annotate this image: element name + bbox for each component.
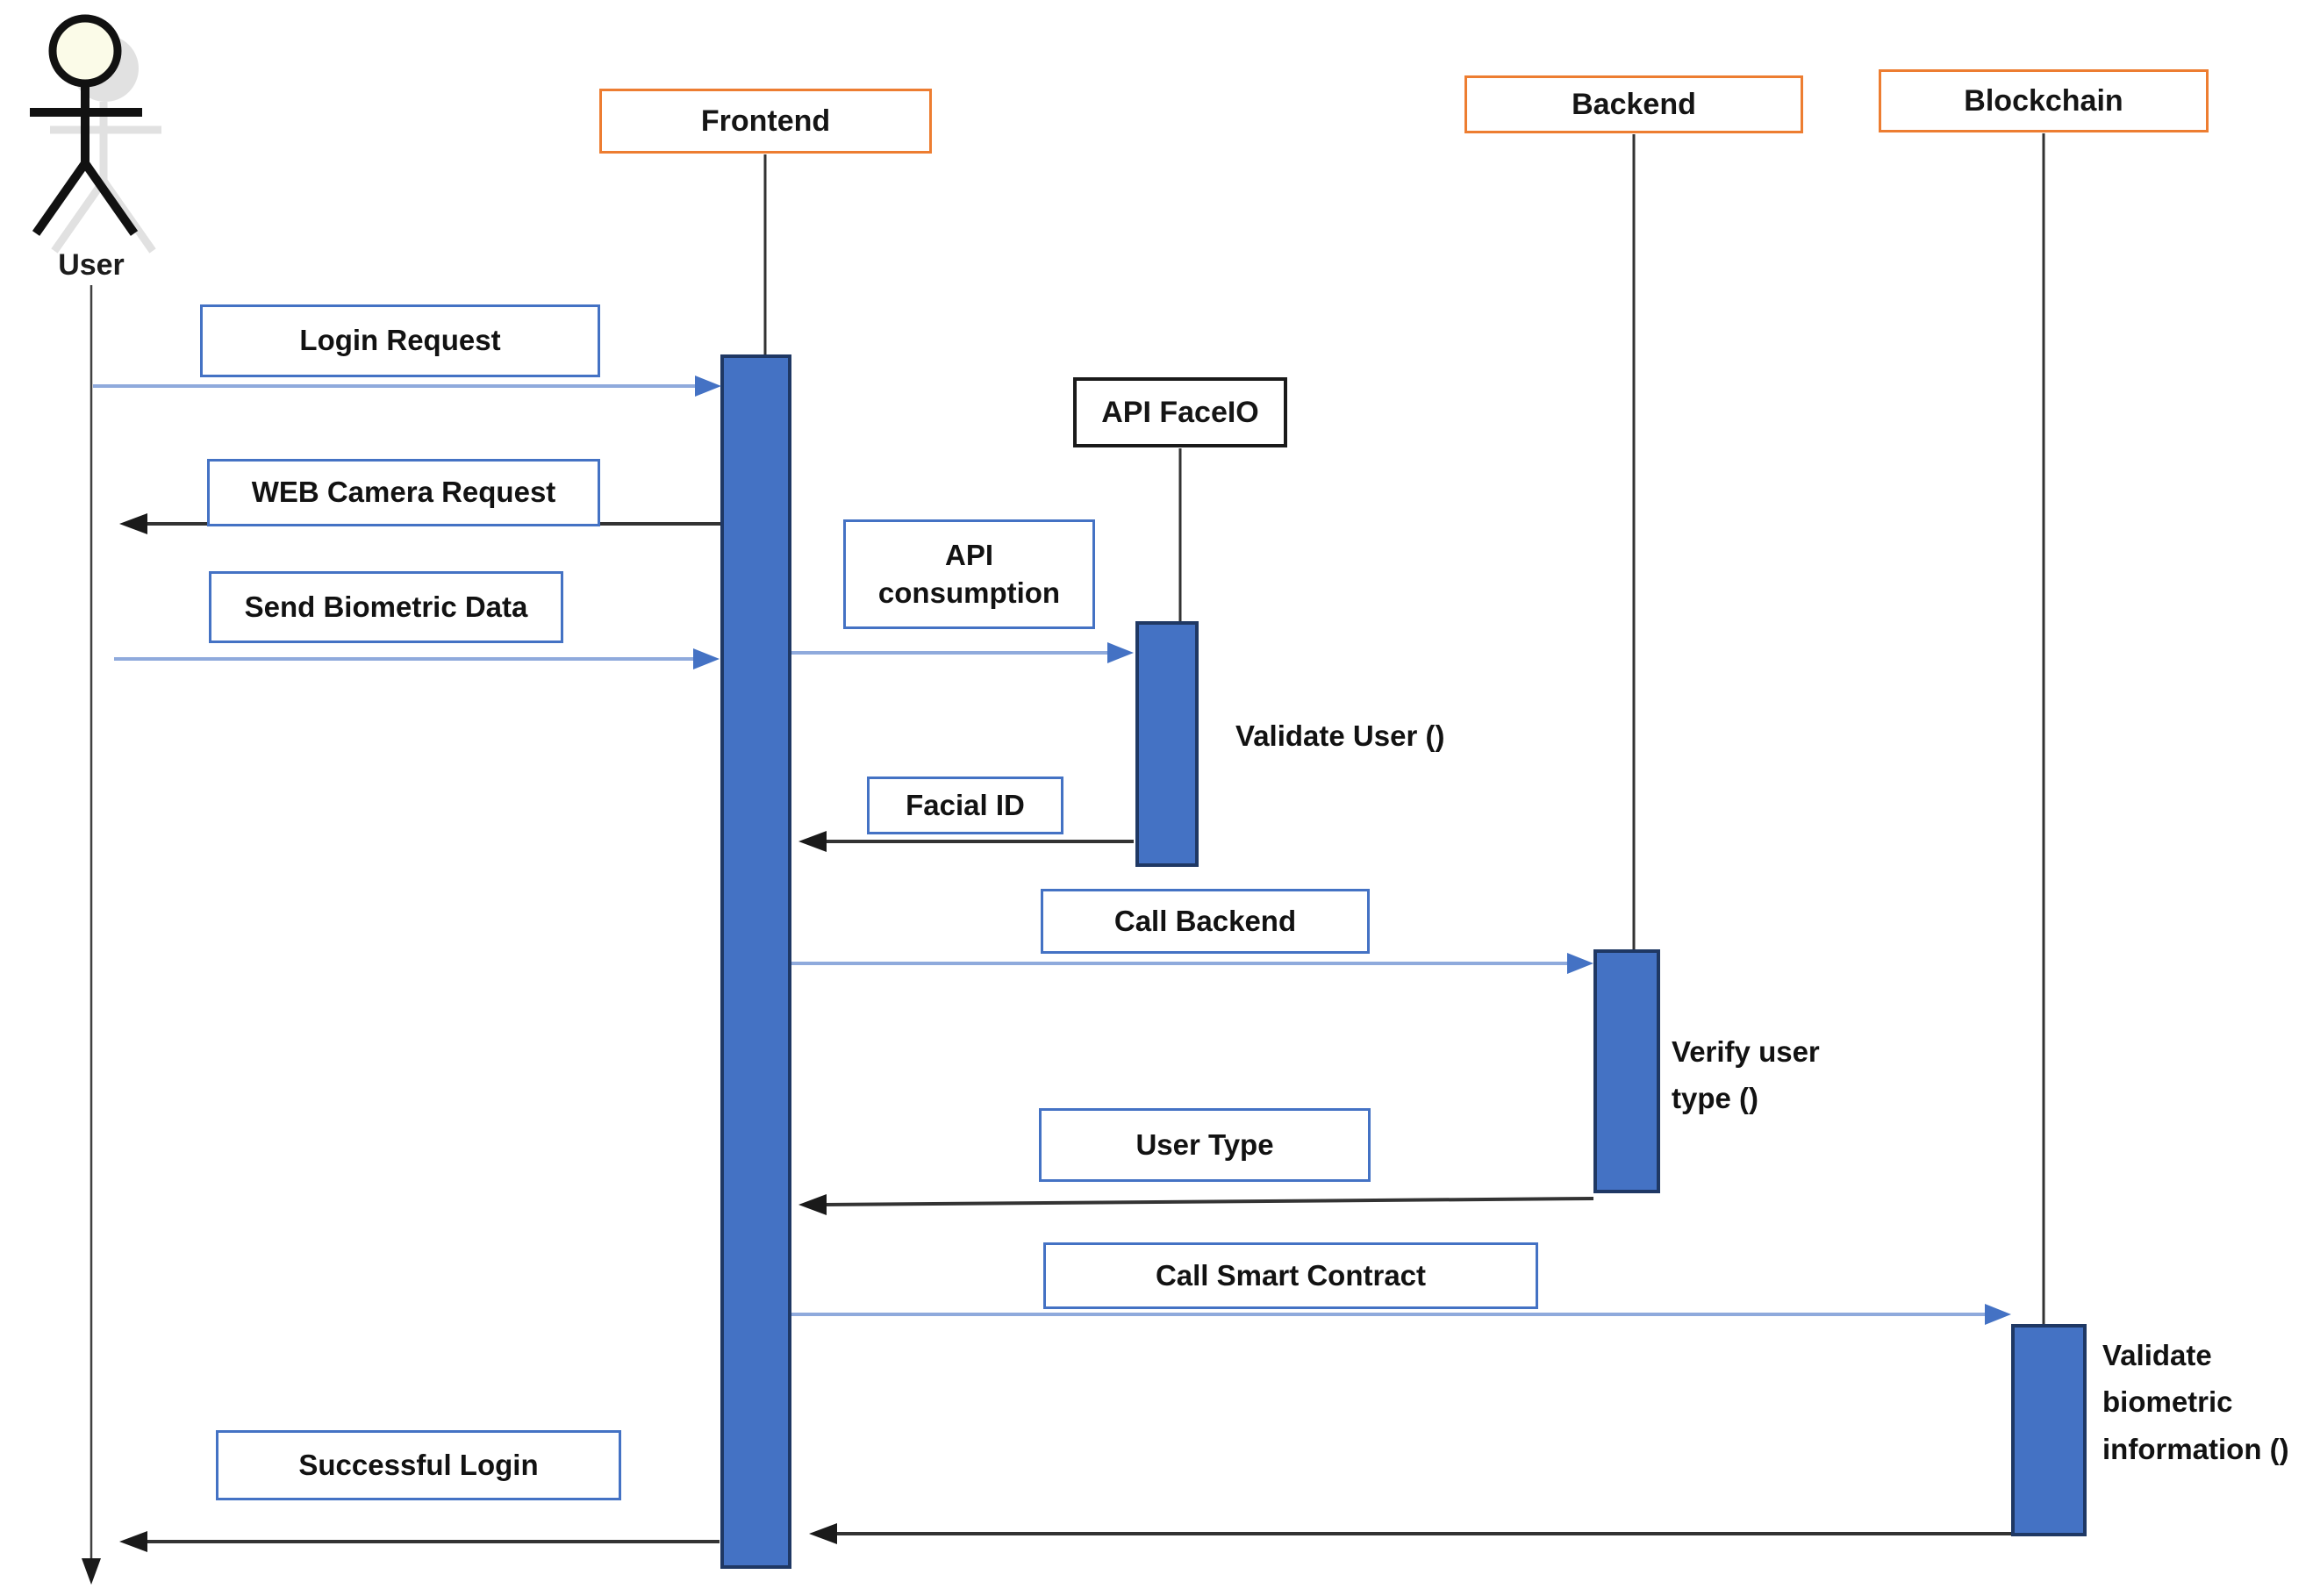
api-faceio-activation-bar bbox=[1135, 621, 1199, 867]
participant-backend-label: Backend bbox=[1572, 87, 1696, 121]
annotation-verify-user-type: Verify user type () bbox=[1672, 1035, 1820, 1115]
annotation-validate-user: Validate User () bbox=[1235, 719, 1445, 752]
arrow-login-request bbox=[93, 376, 721, 397]
arrow-facial-id bbox=[798, 831, 1134, 852]
arrow-successful-login-blockchain-to-frontend bbox=[809, 1523, 2011, 1544]
participant-api-faceio-label: API FaceIO bbox=[1101, 395, 1259, 429]
arrow-call-smart-contract bbox=[791, 1304, 2011, 1325]
arrow-send-biometric-data bbox=[114, 648, 720, 669]
arrow-api-consumption bbox=[791, 642, 1134, 663]
participant-frontend: Frontend bbox=[599, 89, 932, 154]
arrow-successful-login-frontend-to-user bbox=[119, 1531, 720, 1552]
frontend-activation-bar bbox=[720, 354, 791, 1569]
annotation-validate-biometric-information: Validate biometric information () bbox=[2102, 1339, 2289, 1465]
message-send-biometric-data: Send Biometric Data bbox=[209, 571, 563, 643]
participant-frontend-label: Frontend bbox=[700, 104, 831, 138]
message-call-smart-contract: Call Smart Contract bbox=[1043, 1242, 1538, 1309]
message-login-request: Login Request bbox=[200, 304, 600, 377]
arrow-call-backend bbox=[791, 953, 1593, 974]
message-facial-id: Facial ID bbox=[867, 777, 1063, 834]
message-api-consumption: API consumption bbox=[843, 519, 1095, 629]
participant-blockchain: Blockchain bbox=[1879, 69, 2209, 132]
actor-user-label: User bbox=[58, 248, 125, 282]
participant-backend: Backend bbox=[1464, 75, 1803, 133]
participant-api-faceio: API FaceIO bbox=[1073, 377, 1287, 447]
message-successful-login: Successful Login bbox=[216, 1430, 621, 1500]
participant-blockchain-label: Blockchain bbox=[1964, 83, 2123, 118]
blockchain-activation-bar bbox=[2011, 1324, 2087, 1536]
backend-activation-bar bbox=[1593, 949, 1660, 1193]
user-lifeline-end-arrow bbox=[82, 1558, 101, 1585]
message-web-camera-request: WEB Camera Request bbox=[207, 459, 600, 526]
user-actor-icon bbox=[30, 14, 161, 254]
message-user-type: User Type bbox=[1039, 1108, 1371, 1182]
arrow-user-type bbox=[798, 1194, 1594, 1215]
message-call-backend: Call Backend bbox=[1041, 889, 1370, 954]
